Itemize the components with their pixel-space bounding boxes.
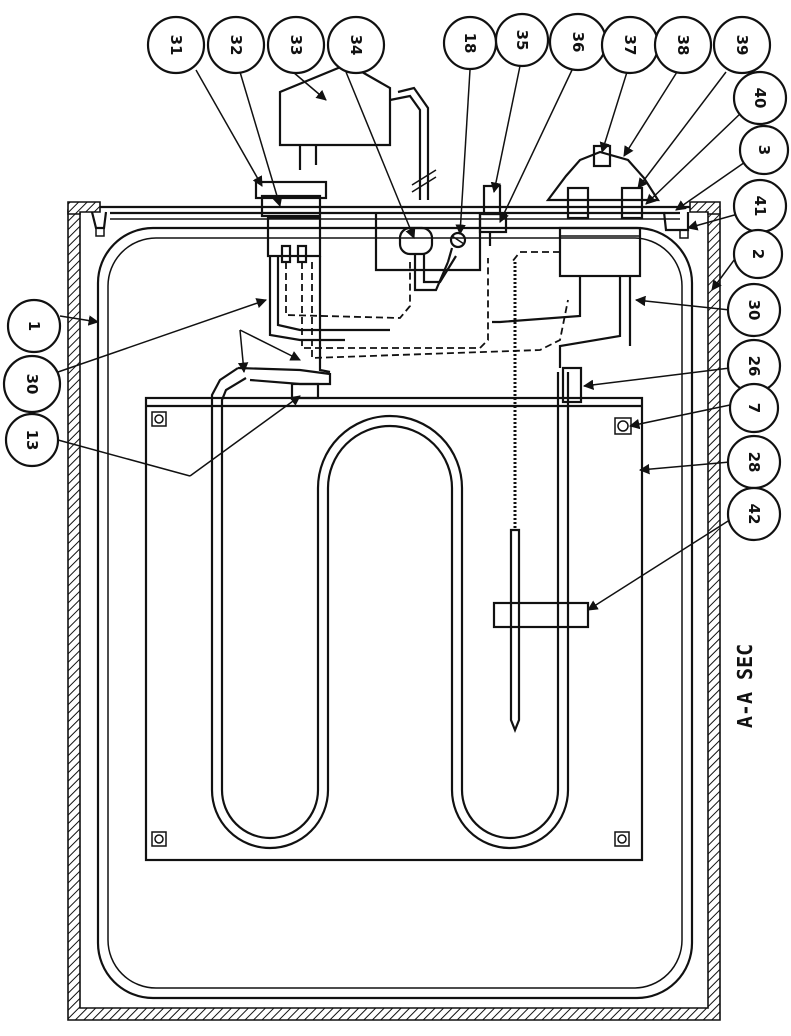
- thermostat-housing: [374, 213, 482, 292]
- svg-text:26: 26: [745, 356, 763, 377]
- svg-text:30: 30: [745, 300, 763, 321]
- corner-fittings: [90, 211, 690, 239]
- svg-text:42: 42: [745, 504, 763, 525]
- callout-38: 38: [653, 15, 713, 75]
- section-caption: A-A SEC: [733, 644, 757, 728]
- svg-text:13: 13: [23, 430, 41, 451]
- callout-2: 2: [732, 228, 784, 280]
- callout-7: 7: [728, 382, 780, 434]
- svg-text:34: 34: [347, 35, 365, 56]
- left-terminal-block: [254, 180, 569, 374]
- svg-text:31: 31: [167, 35, 185, 56]
- inner-liner: [96, 226, 694, 1000]
- callout-36: 36: [548, 12, 608, 72]
- callout-35: 35: [494, 12, 550, 68]
- svg-text:35: 35: [513, 30, 531, 51]
- svg-text:36: 36: [569, 32, 587, 53]
- outer-shell: [67, 201, 721, 1021]
- callout-26: 26: [726, 338, 782, 394]
- svg-text:37: 37: [621, 35, 639, 56]
- svg-text:3: 3: [755, 145, 773, 155]
- callout-37: 37: [600, 15, 660, 75]
- valve: [478, 184, 508, 246]
- callout-3: 3: [738, 124, 790, 176]
- callout-18: 18: [442, 15, 498, 71]
- right-terminal-assembly: [492, 144, 661, 368]
- callout-33: 33: [266, 15, 326, 75]
- svg-text:41: 41: [751, 196, 769, 217]
- svg-text:18: 18: [461, 33, 479, 54]
- callout-32: 32: [206, 15, 266, 75]
- callout-42: 42: [726, 486, 782, 542]
- callout-34: 34: [326, 15, 386, 75]
- power-plug: [278, 62, 437, 200]
- heater-plate: [144, 396, 644, 862]
- callout-1: 1: [6, 298, 62, 354]
- svg-text:32: 32: [227, 35, 245, 56]
- top-cover: [110, 211, 680, 220]
- svg-text:38: 38: [674, 35, 692, 56]
- callout-28: 28: [726, 434, 782, 490]
- svg-text:39: 39: [733, 35, 751, 56]
- svg-text:28: 28: [745, 452, 763, 473]
- leader-lines: [57, 65, 749, 611]
- svg-text:1: 1: [25, 321, 43, 331]
- callout-39: 39: [712, 15, 772, 75]
- svg-text:33: 33: [287, 35, 305, 56]
- callout-30-right: 30: [726, 282, 782, 338]
- svg-text:7: 7: [745, 403, 763, 413]
- callout-13: 13: [4, 412, 60, 468]
- svg-text:40: 40: [751, 88, 769, 109]
- svg-text:30: 30: [23, 374, 41, 395]
- heating-coil: [210, 366, 583, 850]
- thermostat-probe: [492, 262, 590, 733]
- svg-text:2: 2: [749, 249, 767, 259]
- callout-31: 31: [146, 15, 206, 75]
- callout-41: 41: [732, 178, 788, 234]
- callout-30-left: 30: [2, 354, 62, 414]
- callout-40: 40: [732, 70, 788, 126]
